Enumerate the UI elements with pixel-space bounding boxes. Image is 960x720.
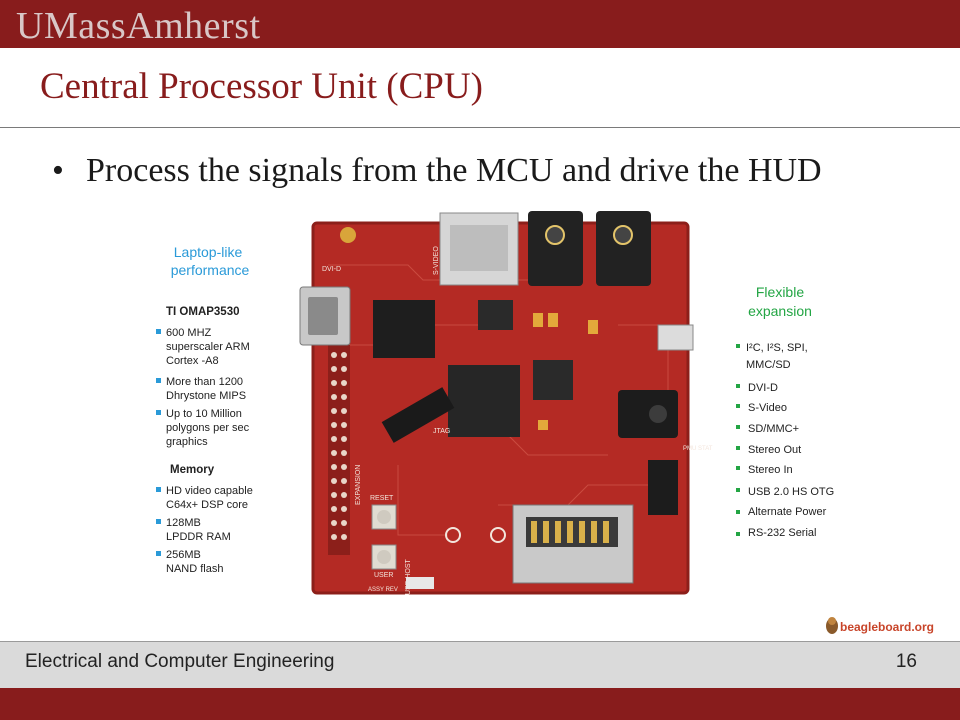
beagleboard-illustration: Laptop-like performance TI OMAP3530 600 …	[156, 211, 834, 595]
right-item-1-line-1: I²C, I²S, SPI,	[746, 342, 808, 354]
memory-heading: Memory	[170, 464, 215, 476]
reset-label: RESET	[370, 495, 394, 502]
right-item-2: DVI-D	[748, 382, 778, 394]
omap3530-processor	[448, 365, 520, 437]
cpu-item-2-line-2: Dhrystone MIPS	[166, 390, 246, 402]
cpu-item-3-line-3: graphics	[166, 436, 208, 448]
right-heading-line-1: Flexible	[756, 284, 804, 300]
power-management-chip	[533, 360, 573, 400]
bullet-square-icon	[736, 404, 740, 408]
battery-capacitor	[340, 227, 356, 243]
jtag-label: JTAG	[433, 428, 450, 435]
audio-jack-in	[596, 211, 651, 286]
audio-jack-out	[528, 211, 583, 286]
bullet-square-icon	[156, 487, 161, 492]
pmu-stat-label: PMU STAT	[683, 446, 713, 452]
power-jack	[618, 390, 678, 438]
right-item-1-line-2: MMC/SD	[746, 359, 791, 371]
memory-item-3-line-2: NAND flash	[166, 563, 223, 575]
right-item-9: RS-232 Serial	[748, 527, 816, 539]
right-item-5: Stereo Out	[748, 444, 801, 456]
left-annotations: Laptop-like performance TI OMAP3530 600 …	[156, 244, 253, 575]
svideo-connector: S-VIDEO	[433, 212, 519, 286]
bullet-square-icon	[736, 466, 740, 470]
bullet-item: • Process the signals from the MCU and dr…	[52, 150, 822, 192]
right-item-7: USB 2.0 HS OTG	[748, 486, 834, 498]
brand-text: beagleboard.org	[840, 620, 934, 634]
capacitors	[533, 313, 598, 430]
bullet-square-icon	[736, 488, 740, 492]
cpu-item-3-line-2: polygons per sec	[166, 422, 250, 434]
footer-bar	[0, 641, 960, 688]
bullet-square-icon	[156, 551, 161, 556]
memory-item-3-line-1: 256MB	[166, 549, 201, 561]
memory-item-2-line-2: LPDDR RAM	[166, 531, 231, 543]
cpu-item-1-line-3: Cortex -A8	[166, 355, 219, 367]
expansion-label: EXPANSION	[355, 465, 362, 505]
slide-number: 16	[895, 651, 917, 672]
jtag-header: JTAG	[381, 387, 455, 443]
beagleboard-logo: beagleboard.org	[824, 614, 950, 638]
sd-card-slot	[512, 504, 634, 584]
right-item-3: S-Video	[748, 402, 787, 414]
reset-button: RESET	[370, 495, 397, 530]
serial-header: PMU STAT	[648, 446, 713, 515]
slide-title: Central Processor Unit (CPU)	[40, 66, 483, 107]
bullet-square-icon	[736, 384, 740, 388]
svideo-label: S-VIDEO	[433, 246, 440, 275]
bullet-square-icon	[156, 329, 161, 334]
bullet-square-icon	[156, 410, 161, 415]
title-divider	[0, 127, 960, 128]
memory-item-1-line-2: C64x+ DSP core	[166, 499, 248, 511]
bullet-text: Process the signals from the MCU and dri…	[86, 152, 822, 189]
user-button: USER	[371, 544, 397, 579]
right-item-6: Stereo In	[748, 464, 793, 476]
usb-otg-connector	[657, 324, 694, 351]
bullet-dot-icon: •	[52, 152, 64, 189]
circuit-board: EXPANSION DVI-D S-VIDEO	[299, 211, 713, 595]
cpu-item-2-line-1: More than 1200	[166, 376, 243, 388]
beagleboard-figure: Laptop-like performance TI OMAP3530 600 …	[148, 205, 836, 600]
right-item-4: SD/MMC+	[748, 423, 799, 435]
bullet-square-icon	[156, 378, 161, 383]
right-heading-line-2: expansion	[748, 303, 812, 319]
right-annotations: Flexible expansion I²C, I²S, SPI, MMC/SD…	[736, 284, 834, 539]
dvi-connector: DVI-D	[299, 266, 351, 346]
cpu-heading: TI OMAP3530	[166, 306, 240, 318]
cpu-item-3-line-1: Up to 10 Million	[166, 408, 242, 420]
memory-item-2-line-1: 128MB	[166, 517, 201, 529]
bullet-square-icon	[736, 510, 740, 514]
left-heading-line-2: performance	[171, 262, 250, 278]
assy-rev-label: ASSY REV	[368, 587, 398, 593]
cpu-item-1-line-1: 600 MHZ	[166, 327, 212, 339]
cpu-item-1-line-2: superscaler ARM	[166, 341, 250, 353]
bullet-square-icon	[736, 344, 740, 348]
usb-host-label: USB HOST	[405, 558, 412, 595]
audio-jacks	[528, 211, 651, 286]
bullet-square-icon	[736, 425, 740, 429]
memory-item-1-line-1: HD video capable	[166, 485, 253, 497]
bullet-square-icon	[736, 446, 740, 450]
university-logo: UMassAmherst	[16, 5, 261, 47]
dvi-controller-chip	[373, 300, 435, 358]
bullet-square-icon	[736, 532, 740, 536]
beagle-dog-icon: beagleboard.org	[826, 617, 934, 634]
bullet-square-icon	[156, 519, 161, 524]
right-item-8: Alternate Power	[748, 506, 827, 518]
user-label: USER	[374, 572, 393, 579]
header-bar: UMassAmherst	[0, 0, 960, 48]
expansion-header: EXPANSION	[328, 345, 362, 555]
left-heading-line-1: Laptop-like	[174, 244, 243, 260]
footer-department: Electrical and Computer Engineering	[25, 651, 335, 672]
dvi-label: DVI-D	[322, 266, 341, 273]
bottom-bar	[0, 688, 960, 720]
